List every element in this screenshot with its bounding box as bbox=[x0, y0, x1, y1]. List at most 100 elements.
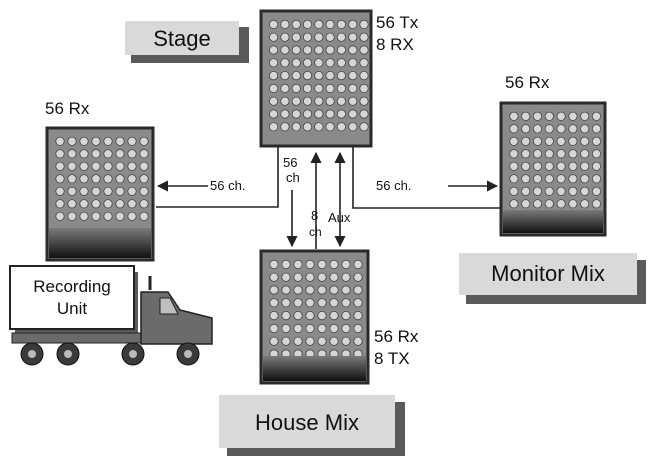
knob bbox=[303, 20, 311, 28]
knob bbox=[92, 187, 100, 195]
knob bbox=[315, 71, 323, 79]
knob bbox=[330, 286, 338, 294]
knob bbox=[68, 187, 76, 195]
knob bbox=[545, 125, 553, 133]
knob bbox=[292, 110, 300, 118]
recording-channel-label: 56 ch. bbox=[210, 178, 245, 193]
knob bbox=[592, 150, 600, 158]
knob bbox=[269, 84, 277, 92]
knob bbox=[116, 175, 124, 183]
knob bbox=[545, 112, 553, 120]
knob bbox=[315, 46, 323, 54]
knob bbox=[569, 150, 577, 158]
knob bbox=[306, 260, 314, 268]
knob bbox=[354, 311, 362, 319]
knob bbox=[269, 97, 277, 105]
knob bbox=[354, 260, 362, 268]
knob bbox=[510, 112, 518, 120]
monitor-label-box: Monitor Mix bbox=[459, 253, 646, 304]
knob bbox=[360, 84, 368, 92]
knob bbox=[581, 112, 589, 120]
knob bbox=[140, 200, 148, 208]
knob bbox=[294, 286, 302, 294]
knob bbox=[510, 150, 518, 158]
knob bbox=[326, 59, 334, 67]
knob bbox=[510, 137, 518, 145]
knob bbox=[303, 46, 311, 54]
knob bbox=[281, 71, 289, 79]
knob bbox=[337, 20, 345, 28]
knob bbox=[281, 59, 289, 67]
knob bbox=[116, 137, 124, 145]
knob bbox=[330, 337, 338, 345]
knob bbox=[545, 187, 553, 195]
knob bbox=[56, 150, 64, 158]
knob bbox=[303, 123, 311, 131]
knob bbox=[318, 260, 326, 268]
knob bbox=[292, 84, 300, 92]
knob bbox=[354, 324, 362, 332]
knob bbox=[306, 273, 314, 281]
knob bbox=[80, 212, 88, 220]
knob bbox=[315, 59, 323, 67]
knob bbox=[92, 162, 100, 170]
knob bbox=[522, 175, 530, 183]
knob bbox=[116, 187, 124, 195]
knob bbox=[128, 137, 136, 145]
knob bbox=[128, 212, 136, 220]
knob bbox=[80, 175, 88, 183]
knob bbox=[349, 97, 357, 105]
return-channel-label-2: ch bbox=[309, 225, 322, 239]
knob bbox=[292, 97, 300, 105]
monitor-rack bbox=[501, 103, 605, 235]
recording-truck: Recording Unit bbox=[10, 266, 212, 365]
knob bbox=[294, 260, 302, 268]
knob bbox=[68, 212, 76, 220]
house-rx-label: 56 Rx bbox=[374, 327, 419, 346]
knob bbox=[116, 200, 124, 208]
knob bbox=[557, 112, 565, 120]
knob bbox=[360, 123, 368, 131]
knob bbox=[269, 46, 277, 54]
knob bbox=[282, 273, 290, 281]
knob bbox=[533, 137, 541, 145]
aux-label: Aux bbox=[328, 210, 351, 225]
knob bbox=[360, 110, 368, 118]
knob bbox=[522, 162, 530, 170]
knob bbox=[569, 162, 577, 170]
knob bbox=[581, 150, 589, 158]
knob bbox=[349, 71, 357, 79]
knob bbox=[306, 311, 314, 319]
knob bbox=[337, 59, 345, 67]
knob bbox=[315, 110, 323, 118]
knob bbox=[116, 150, 124, 158]
knob bbox=[128, 175, 136, 183]
knob bbox=[303, 59, 311, 67]
knob bbox=[294, 299, 302, 307]
knob bbox=[349, 123, 357, 131]
knob bbox=[533, 112, 541, 120]
recording-label-line1: Recording bbox=[33, 277, 111, 296]
knob bbox=[354, 286, 362, 294]
house-label-box: House Mix bbox=[219, 395, 405, 456]
knob bbox=[592, 112, 600, 120]
knob bbox=[104, 162, 112, 170]
knob bbox=[533, 175, 541, 183]
stage-label: Stage bbox=[153, 26, 211, 51]
knob bbox=[360, 20, 368, 28]
knob bbox=[315, 20, 323, 28]
knob bbox=[270, 311, 278, 319]
knob bbox=[326, 84, 334, 92]
knob bbox=[592, 187, 600, 195]
knob-grid bbox=[269, 20, 368, 131]
knob bbox=[342, 337, 350, 345]
knob bbox=[318, 273, 326, 281]
knob bbox=[270, 260, 278, 268]
knob bbox=[522, 150, 530, 158]
knob bbox=[306, 286, 314, 294]
knob bbox=[315, 33, 323, 41]
knob bbox=[303, 33, 311, 41]
knob bbox=[318, 311, 326, 319]
stage-rx-label: 8 RX bbox=[376, 35, 414, 54]
